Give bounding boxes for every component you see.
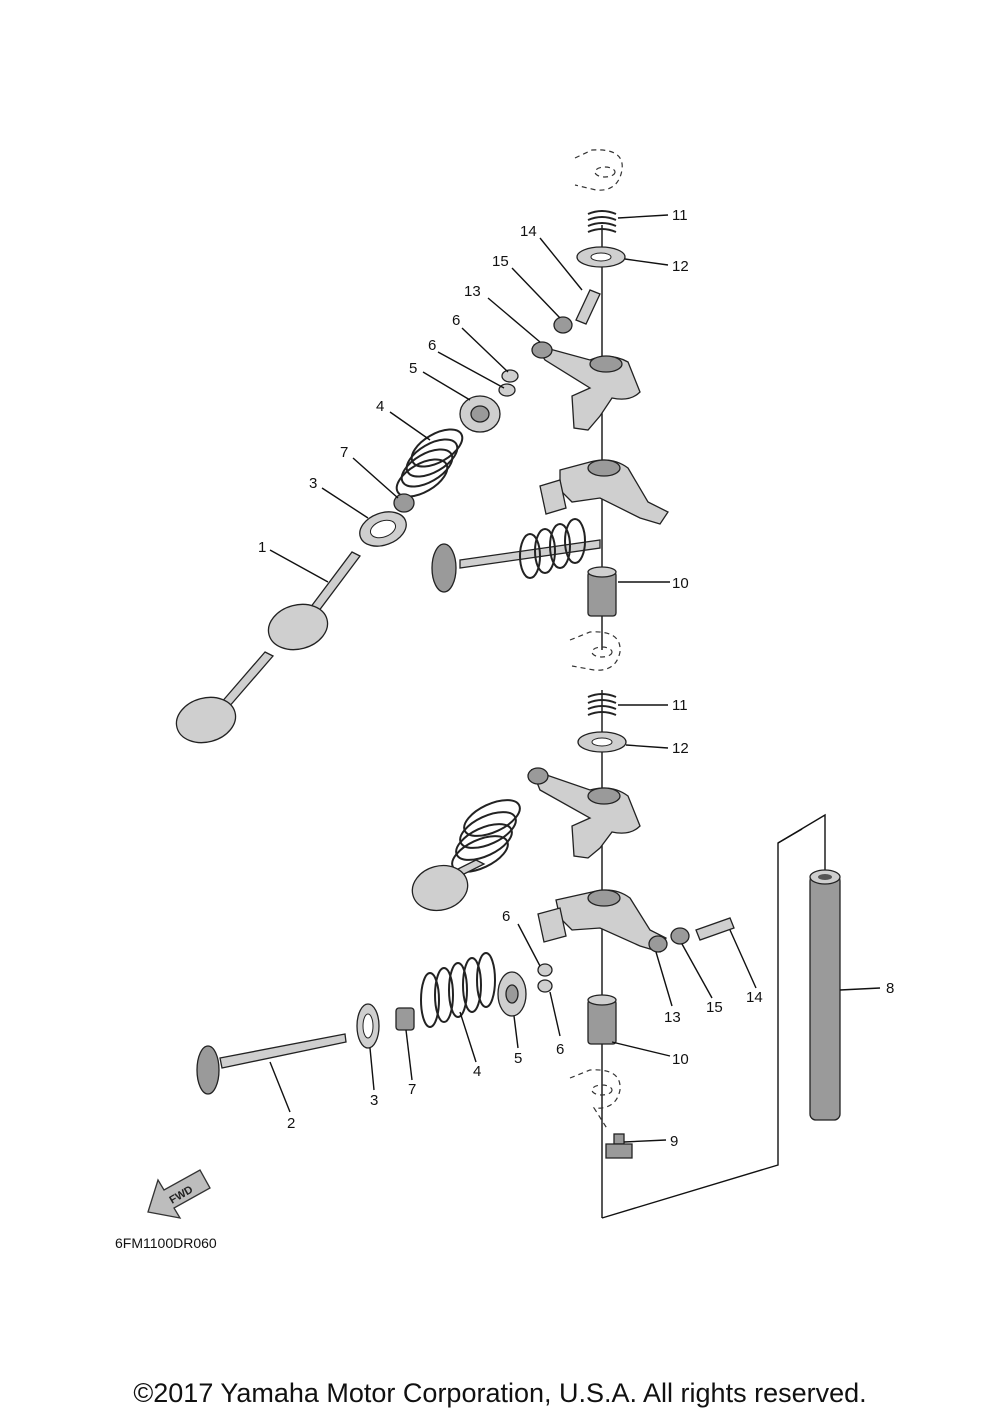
callout-14-upper: 14: [520, 223, 537, 240]
part-12-washer-lower: [577, 731, 627, 753]
pushrod-frame: [601, 813, 826, 1219]
callout-7-lower: 7: [408, 1081, 416, 1098]
callout-6-lower-a: 6: [502, 908, 510, 925]
part-10-tappet-upper: [587, 566, 617, 617]
part-rocker-arm-assembled-upper: [539, 459, 669, 525]
part-14-adjuster-lower: [695, 917, 735, 941]
callout-10-lower: 10: [672, 1051, 689, 1068]
pushrod-frame-top: [777, 828, 803, 844]
part-1-intake-valve: [267, 551, 361, 651]
leader-lines: [269, 214, 881, 1143]
part-15-nut-lower: [670, 927, 690, 945]
callout-14-lower: 14: [746, 989, 763, 1006]
callout-13-lower: 13: [664, 1009, 681, 1026]
callout-6-lower-b: 6: [556, 1041, 564, 1058]
part-10-tappet-lower: [587, 994, 617, 1045]
callout-2: 2: [287, 1115, 295, 1132]
part-3-washer-lower: [356, 1003, 380, 1049]
parts-diagram: 11 12 14 15 13 6 6 5 4 7 3 1 10 11 12 8 …: [115, 149, 894, 1251]
callout-15-lower: 15: [706, 999, 723, 1016]
part-12-washer-upper: [576, 246, 626, 268]
cap-outline-lower: [569, 1069, 621, 1131]
callout-4-lower: 4: [473, 1063, 481, 1080]
callout-labels: 11 12 14 15 13 6 6 5 4 7 3 1 10 11 12 8 …: [258, 207, 894, 1150]
callout-3-upper: 3: [309, 475, 317, 492]
callout-8: 8: [886, 980, 894, 997]
drawing-code: 6FM1100DR060: [115, 1235, 217, 1251]
cap-outline-upper: [574, 149, 623, 191]
part-4-valve-spring-upper: [395, 428, 464, 498]
callout-4-upper: 4: [376, 398, 384, 415]
part-5-retainer-upper: [459, 395, 501, 433]
part-6-keepers-lower: [537, 963, 553, 993]
part-15-nut-upper: [553, 316, 573, 334]
callout-15-upper: 15: [492, 253, 509, 270]
callout-5-lower: 5: [514, 1050, 522, 1067]
callout-6-upper-a: 6: [452, 312, 460, 329]
part-valve-assembled-left: [175, 651, 275, 744]
callout-10-upper: 10: [672, 575, 689, 592]
copyright-notice: ©2017 Yamaha Motor Corporation, U.S.A. A…: [133, 1378, 867, 1408]
part-valve-spring-assembled-lower: [411, 799, 521, 912]
part-7-stem-seal-lower: [395, 1007, 415, 1031]
part-3-washer-upper: [359, 511, 407, 547]
callout-12-lower: 12: [672, 740, 689, 757]
callout-12-upper: 12: [672, 258, 689, 275]
callout-5-upper: 5: [409, 360, 417, 377]
callout-11-upper: 11: [672, 207, 688, 224]
part-11-spring-upper: [587, 210, 617, 233]
part-13-rocker-arm-lower: [537, 889, 668, 953]
part-7-stem-seal-upper: [393, 493, 415, 513]
part-6-keepers-upper: [498, 369, 519, 397]
cap-outline-middle: [569, 631, 621, 671]
part-5-retainer-lower: [497, 971, 527, 1017]
part-valve-spring-assembled-upper: [431, 518, 601, 593]
fwd-arrow-icon: FWD: [147, 1169, 211, 1219]
part-9-bolt: [605, 1133, 633, 1159]
callout-9: 9: [670, 1133, 678, 1150]
part-14-adjuster-upper: [575, 289, 601, 325]
callout-6-upper-b: 6: [428, 337, 436, 354]
part-2-exhaust-valve: [196, 1033, 347, 1095]
callout-13-upper: 13: [464, 283, 481, 300]
callout-11-lower: 11: [672, 697, 688, 714]
callout-1: 1: [258, 539, 266, 556]
part-13-rocker-arm-upper: [531, 341, 641, 431]
callout-3-lower: 3: [370, 1092, 378, 1109]
callout-7-upper: 7: [340, 444, 348, 461]
part-11-spring-lower: [587, 693, 617, 716]
part-4-valve-spring-lower: [420, 952, 496, 1028]
part-rocker-arm-assembled-lower: [527, 767, 641, 859]
part-8-push-rod: [809, 869, 841, 1121]
